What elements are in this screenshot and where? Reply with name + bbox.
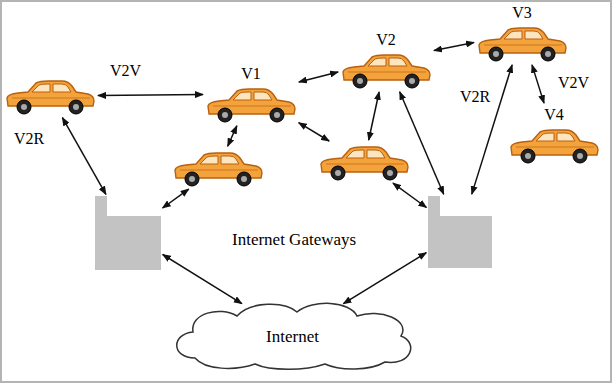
car-icon xyxy=(508,125,600,165)
link-arrow xyxy=(299,72,338,82)
link-arrow xyxy=(163,189,189,208)
gateway-caption: Internet Gateways xyxy=(232,230,356,250)
link-arrow xyxy=(472,65,512,194)
link-arrow xyxy=(532,65,544,103)
car-icon xyxy=(318,142,410,182)
gateway-building xyxy=(428,196,492,268)
link-label: V2V xyxy=(556,74,591,92)
vehicle-node xyxy=(318,142,410,182)
link-arrow xyxy=(343,253,426,304)
link-label: V2R xyxy=(458,88,492,106)
link-label: V2R xyxy=(12,130,46,148)
gateway-node xyxy=(95,196,161,270)
vehicle-node xyxy=(4,76,96,116)
vehicle-node: V4 xyxy=(508,105,600,165)
gateway-building xyxy=(95,196,161,270)
link-arrow xyxy=(299,123,329,141)
vehicle-node: V2 xyxy=(340,30,432,90)
link-arrow xyxy=(62,118,106,195)
car-icon xyxy=(4,76,96,116)
vehicle-label: V1 xyxy=(241,64,261,84)
car-icon xyxy=(476,23,568,63)
link-arrow xyxy=(163,255,242,304)
link-arrow xyxy=(393,183,426,207)
gateway-node xyxy=(428,196,492,268)
vehicle-node: V1 xyxy=(205,64,297,124)
link-arrow xyxy=(400,92,444,194)
link-label: V2V xyxy=(108,62,143,80)
car-icon xyxy=(340,50,432,90)
vehicle-label: V2 xyxy=(376,30,396,50)
cloud-label: Internet xyxy=(266,327,319,347)
vehicle-node xyxy=(172,148,264,188)
vehicle-node: V3 xyxy=(476,3,568,63)
car-icon xyxy=(205,84,297,124)
vehicle-label: V3 xyxy=(512,3,532,23)
link-arrow xyxy=(369,92,379,140)
cloud-node: Internet xyxy=(165,298,420,372)
link-arrow xyxy=(228,126,237,146)
link-arrow xyxy=(98,95,203,96)
car-icon xyxy=(172,148,264,188)
vehicle-label: V4 xyxy=(544,105,564,125)
link-arrow xyxy=(434,43,474,51)
